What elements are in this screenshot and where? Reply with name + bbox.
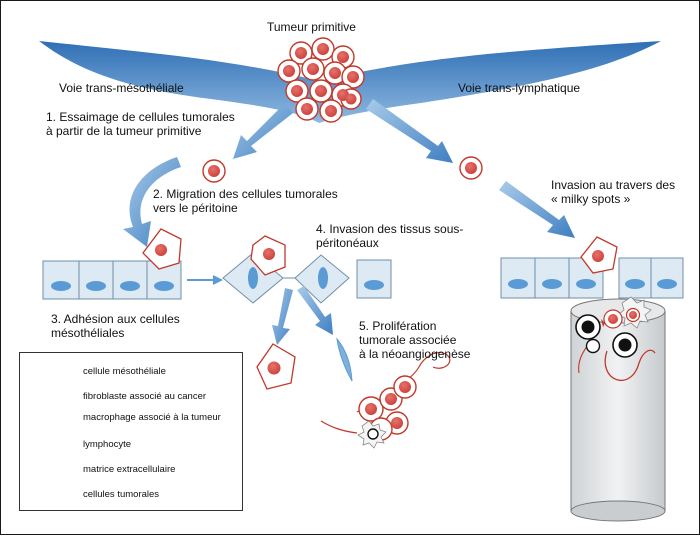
- step4-label-line1: 4. Invasion des tissus sous-: [316, 222, 464, 236]
- arrow-to-left-cell: [233, 104, 293, 159]
- arrow-to-invasion: [187, 275, 223, 285]
- legend-mesothelial-label: cellule mésothéliale: [83, 366, 166, 377]
- arrow-to-milky-spot: [499, 181, 575, 238]
- legend-lymphocyte-label: lymphocyte: [83, 439, 132, 450]
- step3-label-line1: 3. Adhésion aux cellules: [51, 312, 180, 326]
- step3-label-line2: mésothéliales: [51, 326, 125, 340]
- milky-spots-label-line1: Invasion au travers des: [551, 178, 676, 192]
- arrow-down-right: [297, 286, 333, 335]
- step5-label-line1: 5. Prolifération: [359, 319, 437, 333]
- trans-mesothelial-label: Voie trans-mésothéliale: [59, 81, 184, 95]
- tumor-cell-left: [202, 159, 226, 183]
- arrow-down-left: [272, 288, 293, 345]
- invasion-cells: [222, 235, 350, 304]
- milky-spots-label-line2: « milky spots »: [551, 192, 631, 206]
- primary-tumor-cluster: [277, 37, 365, 123]
- step1-label-line1: 1. Essaimage de cellules tumorales: [46, 110, 235, 124]
- trans-lymphatic-label: Voie trans-lymphatique: [458, 81, 581, 95]
- step5-label-line3: à la néoangiogenèse: [359, 347, 471, 361]
- step5-label-line2: tumorale associée: [359, 333, 457, 347]
- mesothelial-layer-left: [42, 260, 182, 300]
- curved-arrow-migration: [123, 157, 181, 247]
- step2-label-line2: vers le péritoine: [153, 201, 238, 215]
- tumor-cell-right: [459, 156, 483, 180]
- proliferation-cluster: [320, 352, 451, 449]
- legend-fibroblast-label: fibroblaste associé au cancer: [83, 391, 207, 402]
- mesothelial-layer-right: [500, 257, 684, 299]
- tumor-cell-adhering: [142, 228, 182, 270]
- primary-tumor-label: Tumeur primitive: [267, 20, 356, 34]
- milky-spot-vessel: [570, 296, 666, 522]
- legend: [19, 352, 243, 511]
- mesothelial-single: [356, 259, 392, 299]
- tumor-cell-pentagon: [256, 343, 296, 390]
- legend-tumor-cells-label: cellules tumorales: [83, 489, 160, 500]
- step4-label-line2: péritonéaux: [316, 236, 379, 250]
- arrow-to-right-cell: [366, 99, 453, 163]
- legend-macrophage-label: macrophage associé à la tumeur: [83, 412, 221, 423]
- fibroblast-spindle: [336, 337, 353, 382]
- legend-matrix-label: matrice extracellulaire: [83, 464, 176, 475]
- tumor-cell-milky-top: [580, 236, 618, 274]
- step2-label-line1: 2. Migration des cellules tumorales: [153, 187, 338, 201]
- step1-label-line2: à partir de la tumeur primitive: [46, 124, 202, 138]
